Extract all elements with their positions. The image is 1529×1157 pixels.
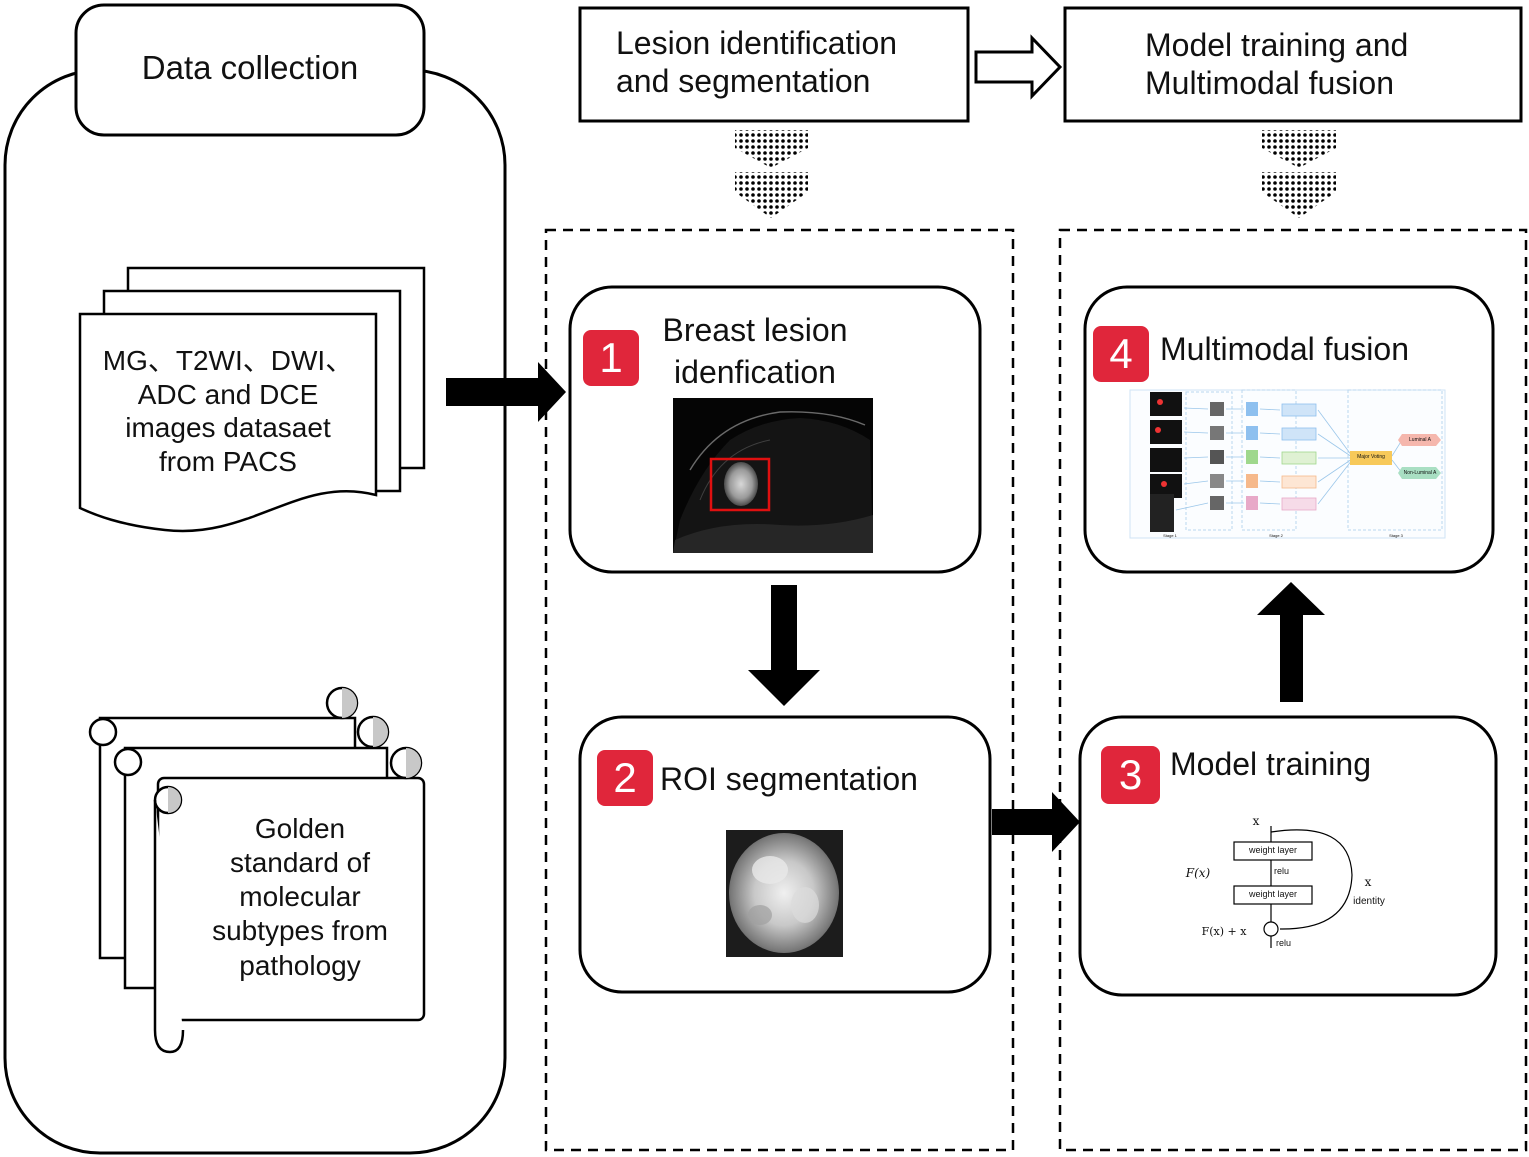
resnet-sum: F(x) + x <box>1201 925 1247 938</box>
fusion-stage2-label: Stage 2 <box>1269 533 1283 538</box>
arrow-step3-to-step4 <box>1257 582 1325 702</box>
step3-badge <box>1101 746 1160 804</box>
step4-badge <box>1093 326 1149 382</box>
step1-badge <box>583 330 639 386</box>
dotted-chevron-left-2 <box>735 172 808 218</box>
step2-label: ROI segmentation <box>660 761 918 797</box>
step3-number: 3 <box>1118 751 1143 798</box>
arrow-step2-to-step3 <box>992 792 1080 852</box>
step2-badge <box>597 750 653 806</box>
fusion-stage3-label: Stage 3 <box>1389 533 1403 538</box>
step1-number: 1 <box>599 334 623 381</box>
step1-label: Breast lesion idenfication <box>662 312 848 390</box>
dotted-chevron-right-2 <box>1262 172 1336 218</box>
lesion-header-box <box>578 6 970 123</box>
arrow-step1-to-step2 <box>748 585 820 706</box>
resnet-x-top: x <box>1252 814 1260 828</box>
fusion-output-luminal-a: Luminal A <box>1409 437 1431 443</box>
resnet-block-diagram <box>1233 826 1353 948</box>
arrow-data-to-step1 <box>446 362 566 422</box>
lesion-dashed-container <box>544 228 1015 1152</box>
model-header-box <box>1063 6 1523 123</box>
fusion-output-non-luminal-a: Non-Luminal A <box>1403 470 1437 476</box>
dotted-chevron-left-1 <box>735 130 808 168</box>
resnet-layer1: weight layer <box>1248 845 1298 855</box>
resnet-relu-mid: relu <box>1274 866 1290 876</box>
images-document-stack-icon <box>78 266 426 533</box>
resnet-identity: identity <box>1353 896 1385 907</box>
dotted-chevron-right-1 <box>1262 130 1336 168</box>
resnet-layer2: weight layer <box>1248 889 1298 899</box>
resnet-relu-out: relu <box>1276 938 1292 948</box>
step3-label: Model training <box>1170 746 1371 782</box>
pathology-scroll-stack-icon <box>88 686 426 1054</box>
data-collection-title-box <box>74 3 426 137</box>
resnet-fx: F(x) <box>1185 866 1211 880</box>
model-dashed-container <box>1058 228 1528 1152</box>
fusion-pipeline-figure <box>1129 389 1446 539</box>
model-header-text: Model training and Multimodal fusion <box>1145 27 1409 102</box>
breast-mri-image <box>673 398 873 553</box>
data-collection-title: Data collection <box>141 49 359 86</box>
fusion-stage1-label: Stage 1 <box>1163 533 1177 538</box>
images-dataset-text: MG、T2WI、DWI、 ADC and DCE images datasaet… <box>102 345 354 477</box>
resnet-x-side: x <box>1364 875 1372 889</box>
step4-label: Multimodal fusion <box>1160 331 1409 367</box>
pathology-text: Golden standard of molecular subtypes fr… <box>212 813 388 981</box>
step4-number: 4 <box>1109 330 1133 377</box>
lesion-header-text: Lesion identification and segmentation <box>616 25 898 100</box>
roi-segmentation-image <box>726 830 843 957</box>
step2-number: 2 <box>613 754 637 801</box>
fusion-voting-label: Major Voting <box>1357 454 1385 460</box>
arrow-header-hollow <box>974 34 1063 100</box>
